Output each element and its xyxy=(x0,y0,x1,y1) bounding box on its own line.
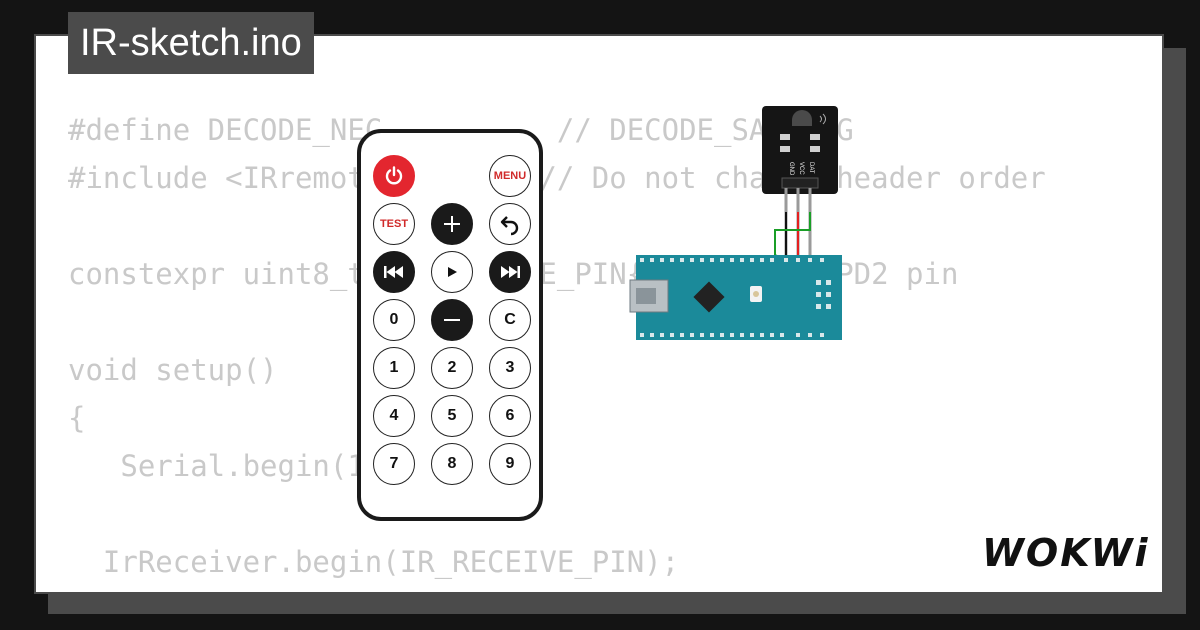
circuit-diagram: GND VCC DAT xyxy=(629,106,842,340)
two-label: 2 xyxy=(447,359,457,376)
back-arrow-icon xyxy=(500,216,519,236)
top-header-pins xyxy=(640,258,824,262)
minus-button[interactable] xyxy=(431,299,473,341)
signal-icon xyxy=(819,113,826,125)
code-background: #define DECODE_NEC // DECODE_SAMSUNG #inc… xyxy=(68,106,1132,586)
wokwi-logo: WOKWi xyxy=(982,531,1150,575)
wire-green[interactable] xyxy=(774,212,811,261)
test-label: TEST xyxy=(379,218,409,230)
one-label: 1 xyxy=(389,359,399,376)
rewind-icon xyxy=(384,266,403,278)
wokwi-logo-text: WOKWi xyxy=(982,531,1150,575)
plus-icon xyxy=(444,216,460,232)
icsp-header xyxy=(816,280,831,309)
four-label: 4 xyxy=(389,407,399,424)
power-button[interactable] xyxy=(373,155,415,197)
two-button[interactable]: 2 xyxy=(431,347,473,389)
code-line: #define DECODE_NEC // DECODE_SAMSUNG xyxy=(68,113,854,147)
pin-label-gnd: GND xyxy=(788,162,794,176)
eight-label: 8 xyxy=(447,455,457,472)
play-icon xyxy=(448,267,457,277)
project-title: IR-sketch.ino xyxy=(68,12,314,74)
six-label: 6 xyxy=(505,407,515,424)
menu-label: MENU xyxy=(493,170,527,182)
eight-button[interactable]: 8 xyxy=(431,443,473,485)
code-line xyxy=(68,202,1132,250)
fast-forward-button[interactable] xyxy=(489,251,531,293)
code-line xyxy=(68,298,1132,346)
rewind-button[interactable] xyxy=(373,251,415,293)
code-line: { xyxy=(68,401,86,435)
play-button[interactable] xyxy=(431,251,473,293)
back-button[interactable] xyxy=(489,203,531,245)
test-button[interactable]: TEST xyxy=(373,203,415,245)
six-button[interactable]: 6 xyxy=(489,395,531,437)
code-line: void setup() xyxy=(68,353,278,387)
five-button[interactable]: 5 xyxy=(431,395,473,437)
preview-card: #define DECODE_NEC // DECODE_SAMSUNG #inc… xyxy=(34,34,1164,594)
fast-forward-icon xyxy=(501,266,520,278)
zero-button[interactable]: 0 xyxy=(373,299,415,341)
c-button[interactable]: C xyxy=(489,299,531,341)
code-line xyxy=(68,490,1132,538)
code-line: #include <IRremote.hpp> // Do not change… xyxy=(68,161,1046,195)
nine-button[interactable]: 9 xyxy=(489,443,531,485)
code-line: constexpr uint8_t IR_RECEIVE_PIN{2}; // … xyxy=(68,257,959,291)
seven-button[interactable]: 7 xyxy=(373,443,415,485)
ir-receiver-module[interactable]: GND VCC DAT xyxy=(762,106,838,194)
one-button[interactable]: 1 xyxy=(373,347,415,389)
ir-sensor-dome xyxy=(792,110,812,126)
c-label: C xyxy=(504,311,516,328)
pin-label-dat: DAT xyxy=(808,162,814,174)
three-label: 3 xyxy=(505,359,515,376)
three-button[interactable]: 3 xyxy=(489,347,531,389)
power-icon xyxy=(385,166,403,185)
zero-label: 0 xyxy=(389,311,399,328)
menu-button[interactable]: MENU xyxy=(489,155,531,197)
bottom-header-pins xyxy=(640,333,824,337)
arduino-nano-board[interactable] xyxy=(629,255,842,340)
code-line: IrReceiver.begin(IR_RECEIVE_PIN); xyxy=(68,545,680,579)
nine-label: 9 xyxy=(505,455,515,472)
code-line: Serial.begin(115200); xyxy=(68,449,488,483)
seven-label: 7 xyxy=(389,455,399,472)
four-button[interactable]: 4 xyxy=(373,395,415,437)
plus-button[interactable] xyxy=(431,203,473,245)
ir-remote: MENU TEST 0 C 1 2 3 4 5 6 7 8 9 xyxy=(357,129,543,521)
minus-icon xyxy=(444,319,460,321)
five-label: 5 xyxy=(447,407,457,424)
pin-label-vcc: VCC xyxy=(798,162,804,175)
